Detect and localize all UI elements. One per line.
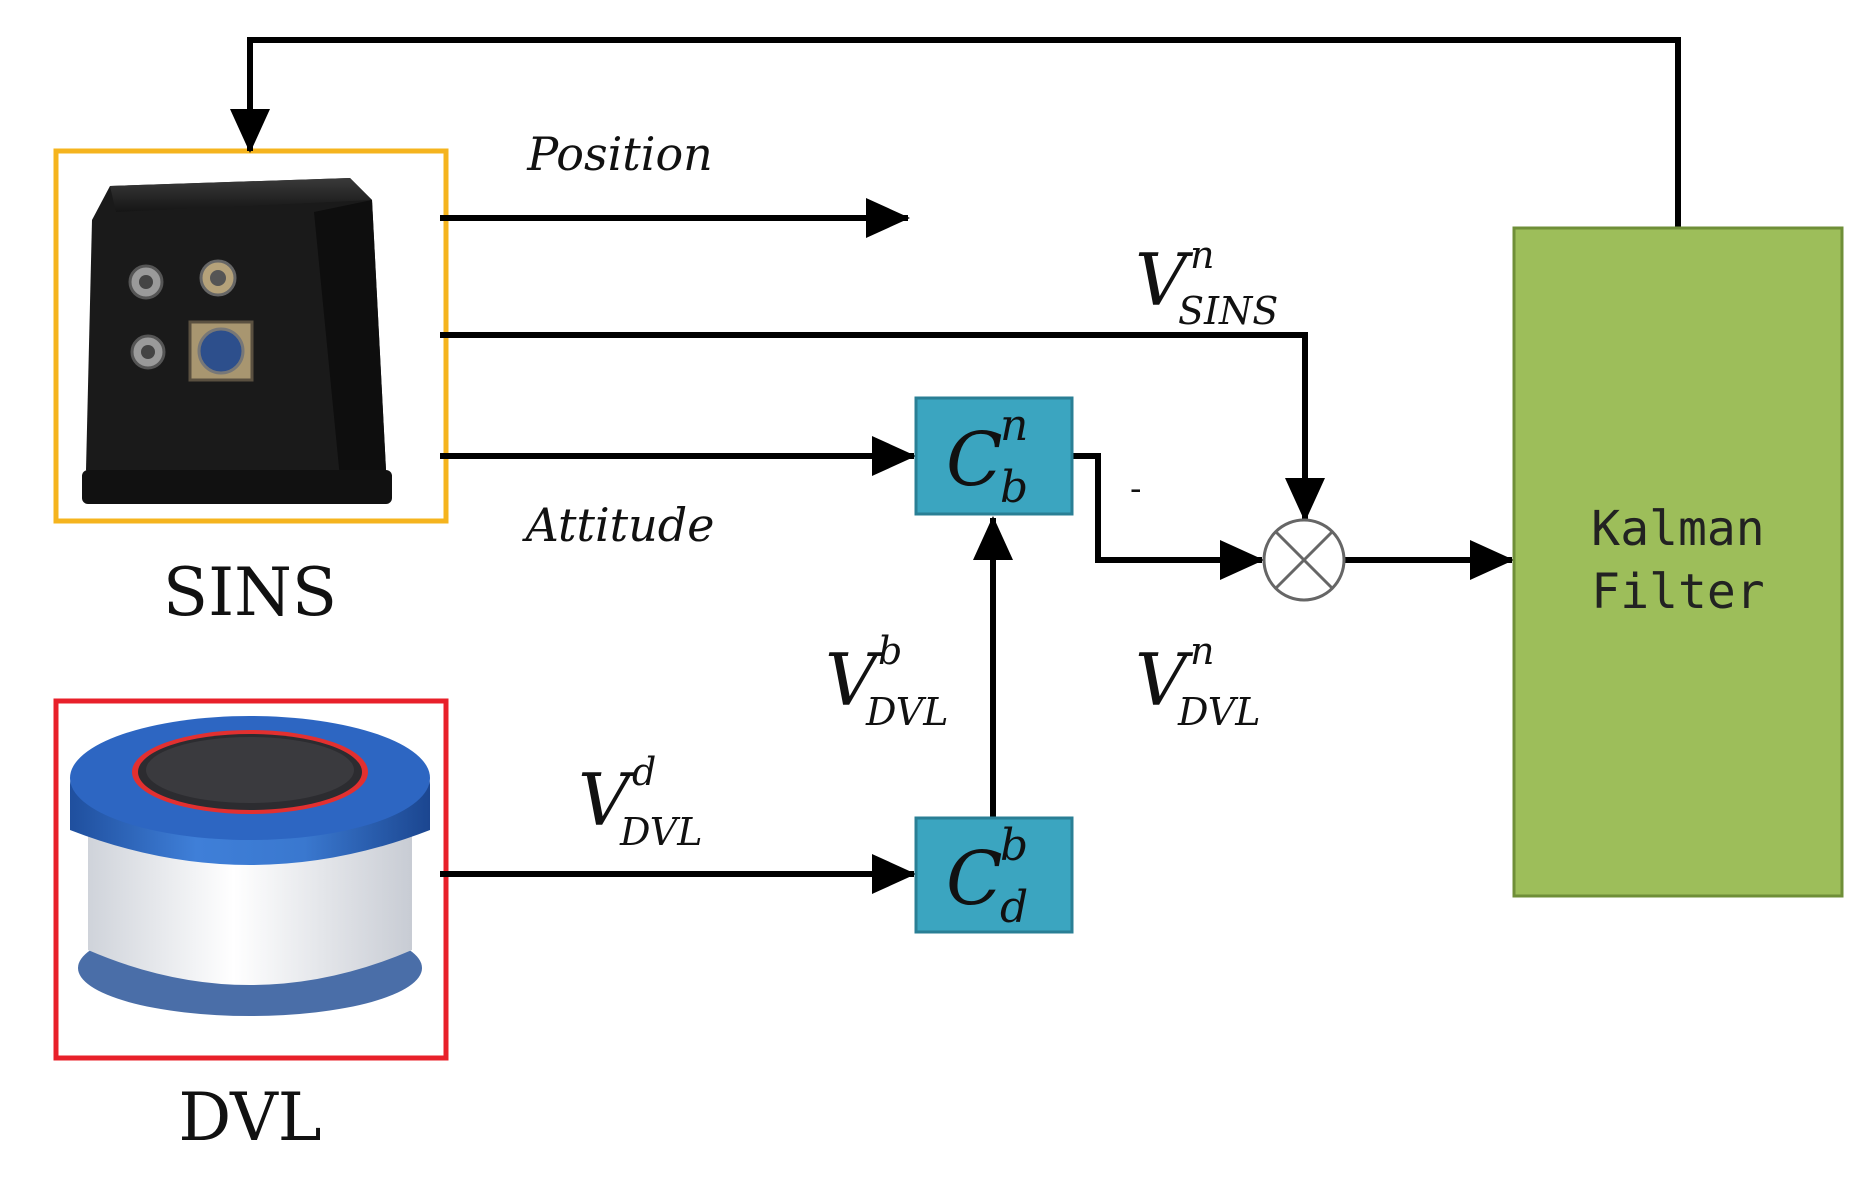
v-dvl-n-base: V bbox=[1135, 638, 1194, 722]
dvl-frame bbox=[53, 698, 449, 1061]
v-sins-n-sup: n bbox=[1190, 233, 1214, 277]
feedback-line bbox=[230, 37, 1681, 228]
c-d-b-sup: b bbox=[1000, 820, 1028, 871]
sins-device: SINS bbox=[53, 148, 449, 631]
dvl-device: DVL bbox=[53, 698, 449, 1156]
position-label: Position bbox=[526, 127, 713, 181]
dvl-sensor-icon bbox=[70, 716, 430, 1016]
v-dvl-n-label: V n DVL bbox=[1135, 629, 1260, 734]
v-dvl-b-sup: b bbox=[878, 629, 902, 673]
v-dvl-d-sub: DVL bbox=[619, 810, 702, 854]
v-dvl-b-sub: DVL bbox=[865, 690, 948, 734]
connections bbox=[230, 37, 1681, 894]
imu-box-icon bbox=[82, 178, 392, 504]
c-d-b-block: C b d bbox=[914, 816, 1074, 934]
v-dvl-d-label: V d DVL bbox=[578, 750, 702, 854]
v-dvl-b-label: V b DVL bbox=[825, 629, 948, 734]
kalman-line-2: Filter bbox=[1591, 564, 1764, 620]
v-dvl-d-base: V bbox=[578, 758, 637, 842]
c-b-n-sub: b bbox=[1000, 462, 1028, 513]
v-sins-n-sub: SINS bbox=[1178, 289, 1278, 333]
c-b-n-sup: n bbox=[1000, 400, 1028, 451]
v-sins-arrow bbox=[440, 332, 1325, 522]
kalman-line-1: Kalman bbox=[1591, 501, 1764, 557]
dvl-label: DVL bbox=[178, 1079, 321, 1156]
kalman-filter-block: Kalman Filter bbox=[1512, 226, 1844, 898]
v-sins-n-base: V bbox=[1135, 238, 1194, 322]
c-b-n-base: C bbox=[946, 417, 1003, 503]
sins-label: SINS bbox=[163, 554, 337, 631]
attitude-label: Attitude bbox=[522, 498, 715, 552]
v-dvl-n-sub: DVL bbox=[1177, 690, 1260, 734]
v-dvl-n-sup: n bbox=[1190, 629, 1214, 673]
circle-cross-icon bbox=[1262, 518, 1346, 602]
v-sins-n-label: V n SINS bbox=[1135, 233, 1278, 333]
v-dvl-n-arrow bbox=[1072, 453, 1264, 580]
c-d-b-base: C bbox=[946, 836, 1003, 922]
c-d-b-sub: d bbox=[1000, 882, 1028, 933]
minus-sign: - bbox=[1130, 469, 1142, 509]
c-b-n-block: C n b bbox=[914, 396, 1074, 516]
v-dvl-d-sup: d bbox=[632, 750, 656, 794]
v-dvl-b-base: V bbox=[825, 638, 884, 722]
